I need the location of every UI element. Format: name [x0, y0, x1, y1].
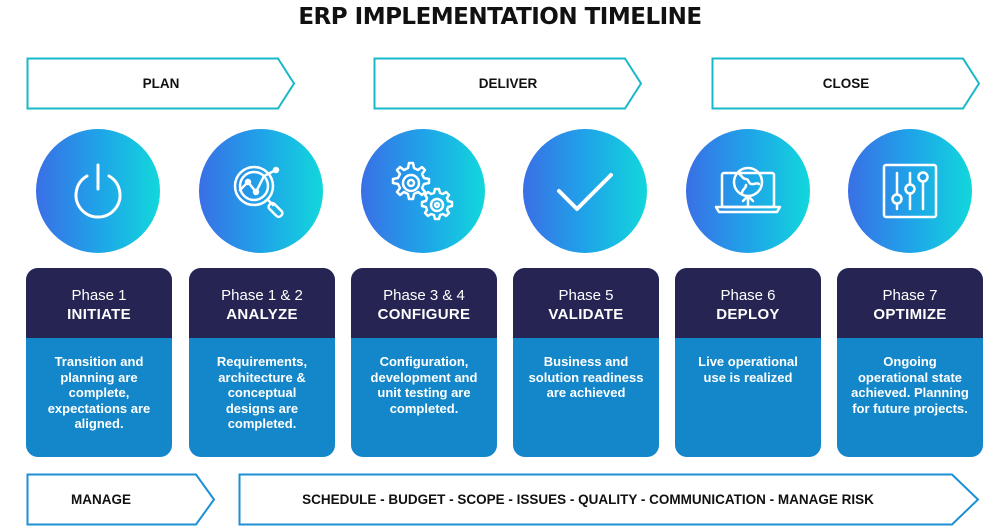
phase-card-header: Phase 6 DEPLOY — [675, 268, 821, 338]
phase-4-circle — [523, 129, 647, 253]
phase-1-circle — [36, 129, 160, 253]
stage-label-plan: PLAN — [142, 76, 180, 91]
page-title: ERP IMPLEMENTATION TIMELINE — [298, 4, 702, 30]
phase-name: CONFIGURE — [377, 306, 471, 323]
stage-arrow-close: CLOSE — [711, 57, 981, 110]
power-icon — [74, 163, 122, 219]
stage-arrow-plan: PLAN — [26, 57, 296, 110]
manage-label: MANAGE — [71, 492, 131, 507]
magnifier-chart-icon — [233, 165, 284, 219]
manage-items: SCHEDULE - BUDGET - SCOPE - ISSUES - QUA… — [302, 492, 874, 507]
phase-name: ANALYZE — [226, 306, 298, 323]
phase-3-circle — [361, 129, 485, 253]
laptop-globe-icon — [714, 166, 782, 214]
stage-arrow-deliver: DELIVER — [373, 57, 643, 110]
phase-number: Phase 1 & 2 — [221, 287, 303, 304]
phase-description: Requirements, architecture & conceptual … — [216, 354, 308, 431]
phase-number: Phase 6 — [720, 287, 776, 304]
phase-number: Phase 1 — [71, 287, 127, 304]
phase-card-header: Phase 7 OPTIMIZE — [837, 268, 983, 338]
phase-card-optimize: Phase 7 OPTIMIZE Ongoing operational sta… — [837, 268, 983, 457]
phase-description: Ongoing operational state achieved. Plan… — [851, 354, 969, 416]
phase-card-validate: Phase 5 VALIDATE Business and solution r… — [513, 268, 659, 457]
phase-name: DEPLOY — [716, 306, 780, 323]
stage-label-deliver: DELIVER — [478, 76, 538, 91]
gears-icon — [391, 161, 454, 221]
phase-card-deploy: Phase 6 DEPLOY Live operational use is r… — [675, 268, 821, 457]
phase-2-circle — [199, 129, 323, 253]
phase-card-configure: Phase 3 & 4 CONFIGURE Configuration, dev… — [351, 268, 497, 457]
phase-name: INITIATE — [67, 306, 131, 323]
phase-description: Business and solution readiness are achi… — [528, 354, 644, 400]
phase-card-analyze: Phase 1 & 2 ANALYZE Requirements, archit… — [189, 268, 335, 457]
phase-6-circle — [848, 129, 972, 253]
phase-card-initiate: Phase 1 INITIATE Transition and planning… — [26, 268, 172, 457]
manage-items-arrow: SCHEDULE - BUDGET - SCOPE - ISSUES - QUA… — [238, 473, 980, 526]
phase-number: Phase 5 — [558, 287, 614, 304]
phase-description: Transition and planning are complete, ex… — [47, 354, 151, 431]
phase-name: OPTIMIZE — [873, 306, 947, 323]
stage-label-close: CLOSE — [822, 76, 870, 91]
phase-card-header: Phase 5 VALIDATE — [513, 268, 659, 338]
checkmark-icon — [557, 173, 613, 211]
phase-card-header: Phase 1 INITIATE — [26, 268, 172, 338]
phase-description: Configuration, development and unit test… — [370, 354, 478, 416]
sliders-icon — [882, 163, 938, 219]
phase-number: Phase 3 & 4 — [383, 287, 465, 304]
phase-card-header: Phase 3 & 4 CONFIGURE — [351, 268, 497, 338]
phase-number: Phase 7 — [882, 287, 938, 304]
phase-name: VALIDATE — [548, 306, 624, 323]
phase-card-header: Phase 1 & 2 ANALYZE — [189, 268, 335, 338]
phase-5-circle — [686, 129, 810, 253]
manage-arrow: MANAGE — [26, 473, 216, 526]
phase-description: Live operational use is realized — [698, 354, 798, 385]
